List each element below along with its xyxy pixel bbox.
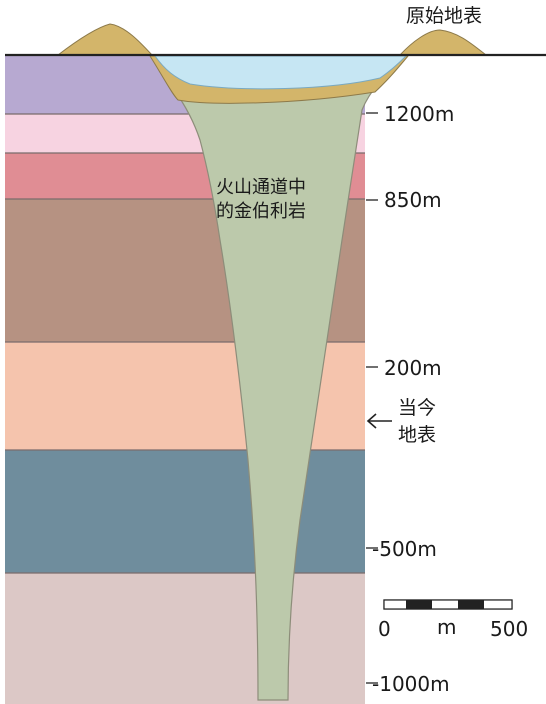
depth-tick-200: 200m [384, 356, 442, 380]
pipe-label-line1: 火山通道中 [216, 177, 306, 198]
original-surface-label: 原始地表 [406, 5, 482, 27]
current-surface-label-line2: 地表 [398, 424, 436, 446]
scale-bar [383, 599, 513, 610]
scale-unit-label: m [437, 615, 456, 639]
scale-start-label: 0 [378, 617, 391, 641]
current-surface-label-line1: 当今 [398, 397, 436, 419]
current-surface-arrow-icon [366, 413, 392, 429]
depth-tick-minus1000: -1000m [372, 672, 450, 696]
depth-tick-1200: 1200m [384, 102, 454, 126]
crater-lake [154, 55, 408, 90]
depth-tick-850: 850m [384, 188, 442, 212]
right-rim-mound [398, 29, 488, 56]
depth-tick-marks [366, 112, 378, 684]
kimberlite-pipe [158, 61, 404, 701]
layer-mauve [5, 573, 365, 704]
pipe-label-line2: 的金伯利岩 [216, 201, 306, 222]
layer-slate [5, 450, 365, 573]
left-rim-mound [56, 23, 154, 56]
scale-end-label: 500 [490, 617, 528, 641]
depth-tick-minus500: -500m [372, 537, 437, 561]
